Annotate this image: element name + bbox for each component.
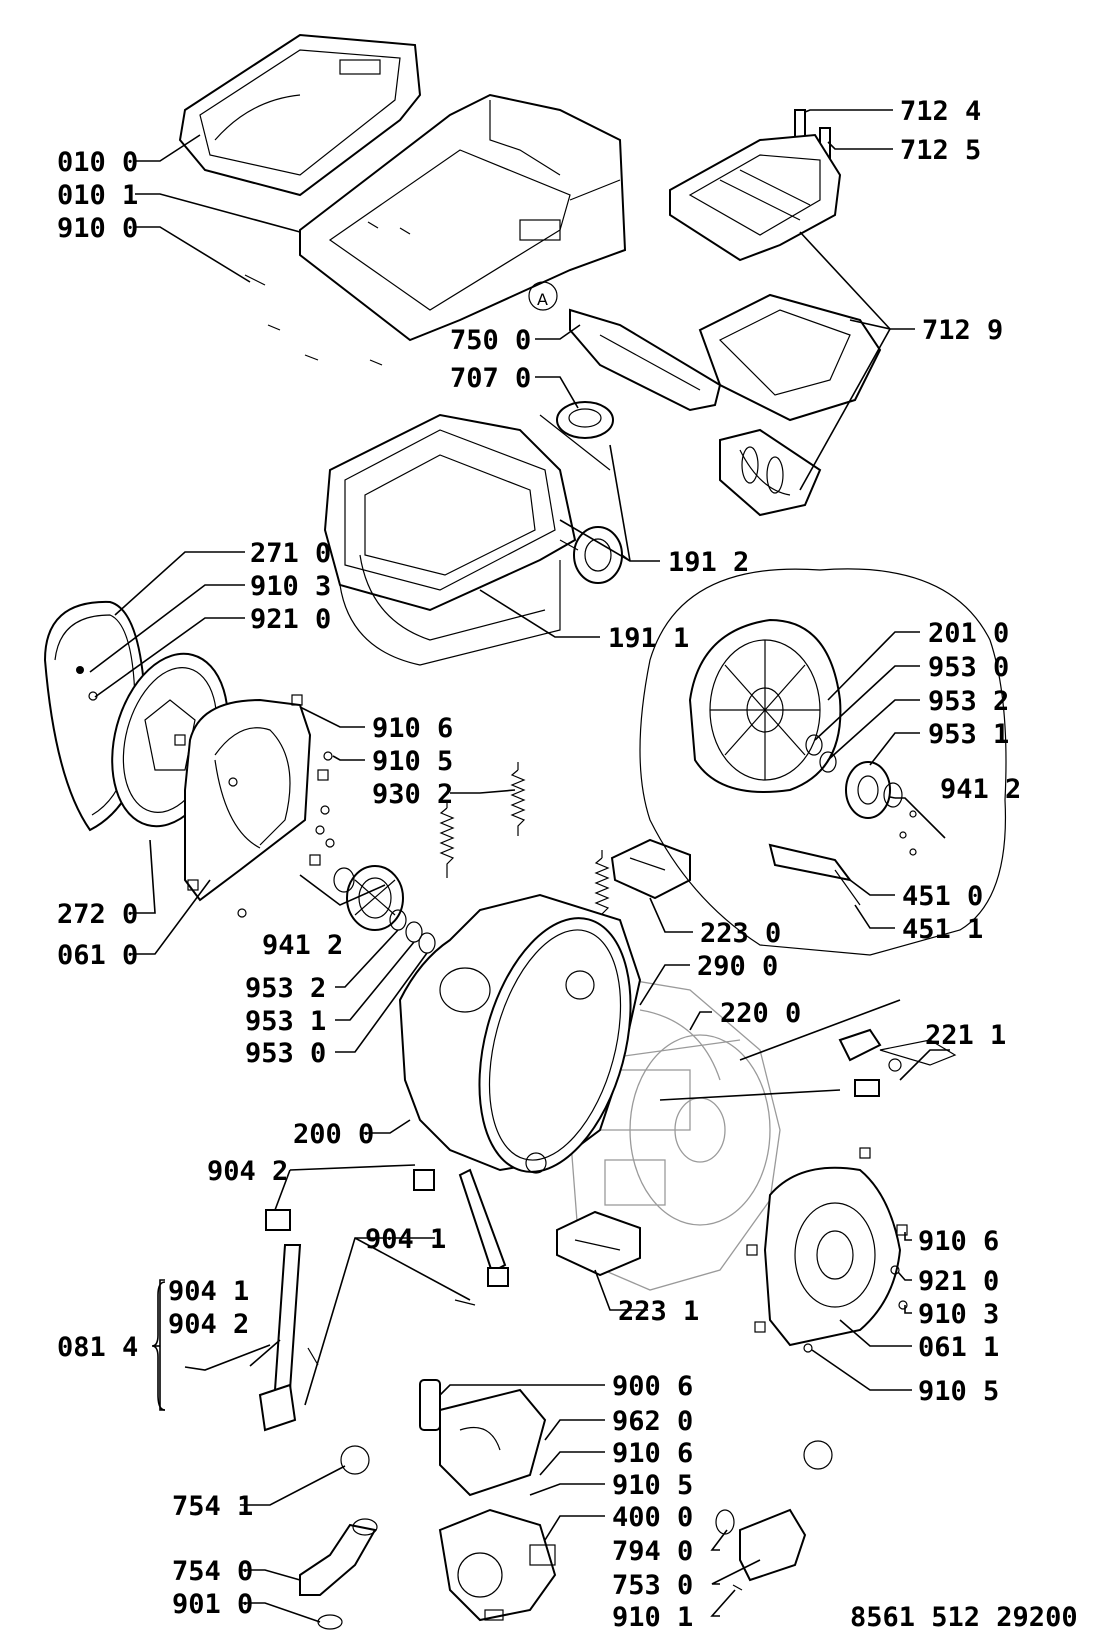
label-953-1-right: 953 1 — [928, 719, 1009, 750]
label-451-1: 451 1 — [902, 914, 983, 945]
clamp-part — [539, 401, 614, 471]
label-910-6-right: 910 6 — [918, 1226, 999, 1257]
group-brace-081-4 — [151, 1281, 166, 1411]
label-953-2-right: 953 2 — [928, 686, 1009, 717]
label-904-2-group: 904 2 — [168, 1309, 249, 1340]
bearing-flange-left-part — [333, 865, 404, 931]
label-010-0: 010 0 — [57, 147, 138, 178]
label-712-4: 712 4 — [900, 96, 981, 127]
label-061-1: 061 1 — [918, 1332, 999, 1363]
label-272-0: 272 0 — [57, 899, 138, 930]
drum-gasket-outline — [639, 1009, 721, 1081]
label-010-1: 010 1 — [57, 180, 138, 211]
callout-a-letter: A — [537, 290, 548, 309]
hoses-part — [299, 1445, 378, 1630]
rear-half-tub-part — [639, 568, 1007, 956]
label-061-0: 061 0 — [57, 940, 138, 971]
counterweight-bottom-part — [556, 1210, 641, 1277]
label-712-5: 712 5 — [900, 135, 981, 166]
label-750-0: 750 0 — [450, 325, 531, 356]
hardware-kit-part — [838, 1028, 957, 1097]
label-400-0: 400 0 — [612, 1502, 693, 1533]
label-953-0-right: 953 0 — [928, 652, 1009, 683]
label-910-3-right: 910 3 — [918, 1299, 999, 1330]
counterweight-top-part — [610, 838, 691, 900]
drain-pump-part — [438, 1508, 557, 1622]
label-953-1-left: 953 1 — [245, 1006, 326, 1037]
label-191-1: 191 1 — [608, 623, 689, 654]
label-221-1: 221 1 — [925, 1020, 1006, 1051]
label-910-3-left: 910 3 — [250, 571, 331, 602]
label-223-0: 223 0 — [700, 918, 781, 949]
shock-absorbers-part — [258, 1168, 509, 1432]
screws-group-top — [244, 221, 411, 366]
top-lid-part — [178, 33, 422, 197]
drawing-code: 8561 512 29200 — [850, 1602, 1078, 1633]
filter-and-shield-part — [419, 1379, 547, 1497]
label-191-2: 191 2 — [668, 547, 749, 578]
label-290-0: 290 0 — [697, 951, 778, 982]
label-753-0: 753 0 — [612, 1570, 693, 1601]
label-953-0-left: 953 0 — [245, 1038, 326, 1069]
label-754-0: 754 0 — [172, 1556, 253, 1587]
label-910-6-bottom: 910 6 — [612, 1438, 693, 1469]
rear-bracket-right-part — [746, 1147, 908, 1353]
label-794-0: 794 0 — [612, 1536, 693, 1567]
tub-part — [398, 893, 642, 1174]
label-707-0: 707 0 — [450, 363, 531, 394]
label-081-4: 081 4 — [57, 1332, 138, 1363]
label-200-0: 200 0 — [293, 1119, 374, 1150]
label-962-0: 962 0 — [612, 1406, 693, 1437]
label-953-2-left: 953 2 — [245, 973, 326, 1004]
label-451-0: 451 0 — [902, 881, 983, 912]
label-220-0: 220 0 — [720, 998, 801, 1029]
label-941-2-right: 941 2 — [940, 774, 1021, 805]
label-910-5-right: 910 5 — [918, 1376, 999, 1407]
label-904-2-top: 904 2 — [207, 1156, 288, 1187]
label-754-1: 754 1 — [172, 1491, 253, 1522]
label-201-0: 201 0 — [928, 618, 1009, 649]
label-271-0: 271 0 — [250, 538, 331, 569]
pressure-switch-part — [715, 1440, 833, 1591]
label-941-2-left: 941 2 — [262, 930, 343, 961]
part-labels: 010 0 010 1 910 0 712 4 712 5 712 9 750 … — [57, 96, 1078, 1633]
label-900-6: 900 6 — [612, 1371, 693, 1402]
label-712-9: 712 9 — [922, 315, 1003, 346]
dispenser-assembly-part — [669, 133, 882, 517]
label-904-1-top: 904 1 — [365, 1224, 446, 1255]
label-910-1: 910 1 — [612, 1602, 693, 1633]
label-910-6-left: 910 6 — [372, 713, 453, 744]
label-223-1: 223 1 — [618, 1296, 699, 1327]
label-910-0: 910 0 — [57, 213, 138, 244]
label-910-5-left: 910 5 — [372, 746, 453, 777]
label-904-1-group: 904 1 — [168, 1276, 249, 1307]
label-901-0: 901 0 — [172, 1589, 253, 1620]
label-921-0-left: 921 0 — [250, 604, 331, 635]
tub-cover-part — [323, 413, 623, 666]
bracket-part — [528, 281, 722, 412]
label-910-5-bottom: 910 5 — [612, 1470, 693, 1501]
leader-lines — [89, 109, 950, 1623]
screws-group-left — [228, 751, 335, 918]
top-frame-part — [299, 93, 627, 342]
rear-bracket-left-part — [184, 694, 329, 902]
label-921-0-right: 921 0 — [918, 1266, 999, 1297]
label-930-2: 930 2 — [372, 779, 453, 810]
